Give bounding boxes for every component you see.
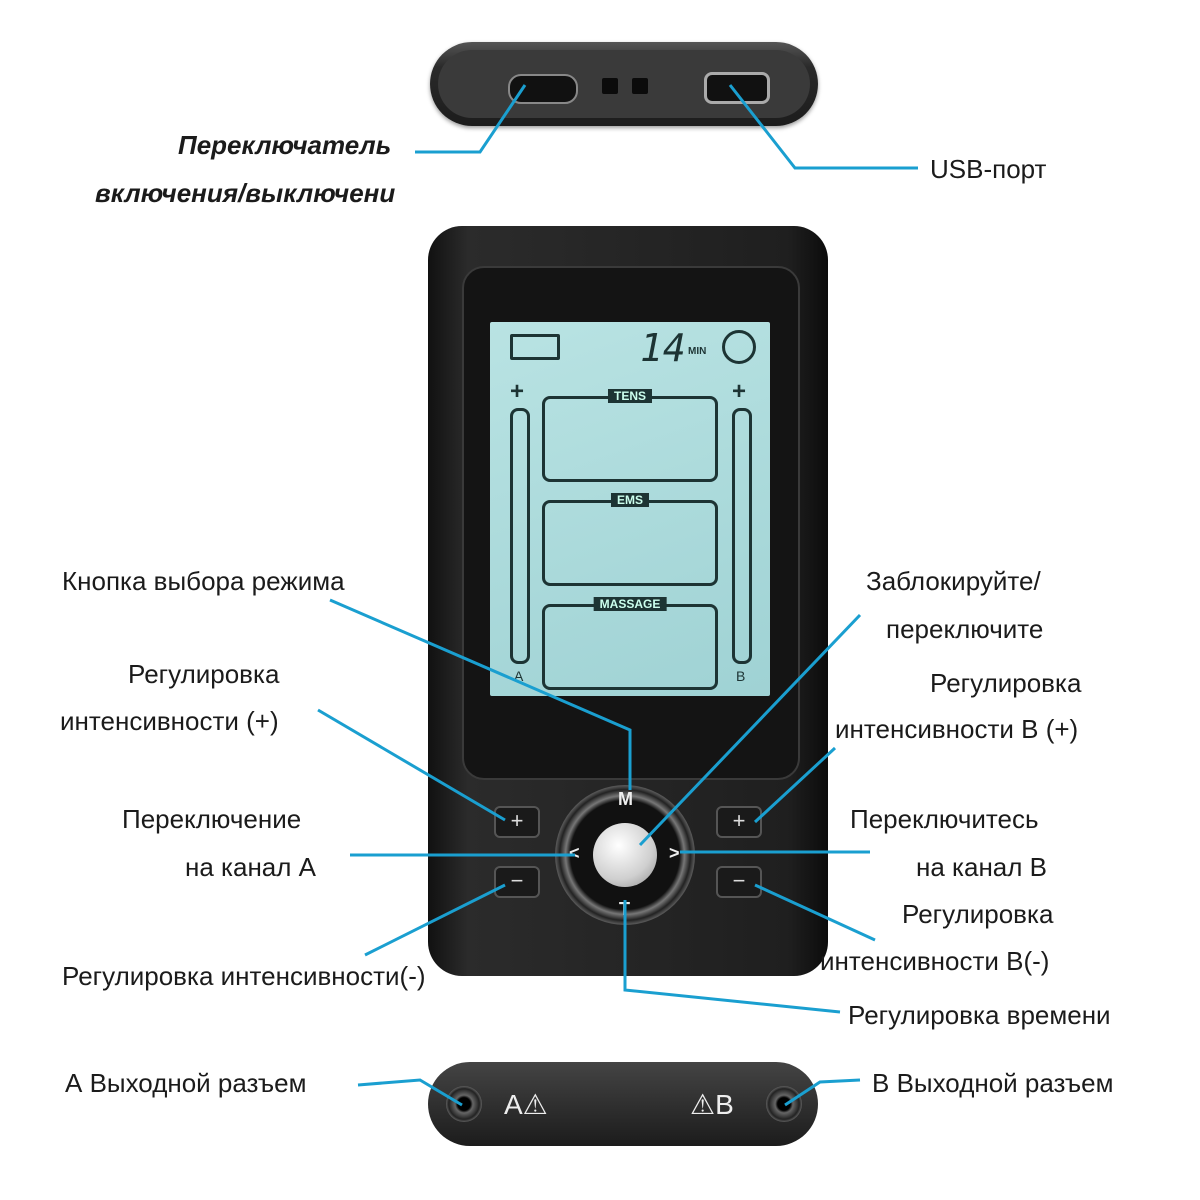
lcd-channel-b: B <box>736 668 746 684</box>
leader-int-b-minus <box>754 883 876 942</box>
label-ch-b-2: на канал B <box>916 852 1048 882</box>
jack-b-label: ⚠B <box>690 1089 734 1120</box>
intensity-bar-b <box>732 408 752 664</box>
lcd-plus-b: + <box>732 378 747 405</box>
lcd-screen: 14 MIN + + A B TENS EMS MASSAGE <box>490 322 770 696</box>
intensity-b-plus-button[interactable]: + <box>716 806 762 838</box>
label-int-a-plus: Регулировка <box>128 659 280 689</box>
intensity-b-minus-button[interactable]: − <box>716 866 762 898</box>
lcd-plus-a: + <box>510 378 525 405</box>
label-ch-a: Переключение <box>122 804 302 834</box>
mode-tens: TENS <box>542 389 718 482</box>
label-out-b: В Выходной разъем <box>872 1068 1114 1098</box>
leader-out-b <box>784 1078 861 1107</box>
mode-ems: EMS <box>542 493 718 586</box>
intensity-a-plus-button[interactable]: + <box>494 806 540 838</box>
intensity-a-minus-button[interactable]: − <box>494 866 540 898</box>
output-jack-b <box>766 1086 802 1122</box>
jack-a-label: A⚠ <box>504 1089 548 1120</box>
power-switch[interactable] <box>508 74 578 104</box>
leader-usb <box>728 84 918 170</box>
label-switch: Переключатель <box>178 130 392 160</box>
label-switch-2: включения/выключени <box>95 178 396 208</box>
label-int-b-plus: Регулировка <box>930 668 1082 698</box>
mode-button[interactable]: M <box>618 789 633 809</box>
label-usb: USB-порт <box>930 154 1047 184</box>
leader-int-a-plus <box>317 708 506 822</box>
label-int-b-plus-2: интенсивности B (+) <box>835 714 1079 744</box>
label-out-a: А Выходной разъем <box>65 1068 307 1098</box>
label-time: Регулировка времени <box>848 1000 1111 1030</box>
output-jack-a <box>446 1086 482 1122</box>
indicator-hole <box>602 78 618 94</box>
leader-int-b-plus <box>753 746 837 824</box>
label-int-b-minus-2: интенсивности B(-) <box>820 946 1050 976</box>
timer-value: 14 <box>640 326 686 370</box>
clock-icon <box>722 330 756 364</box>
label-lock-2: переключите <box>886 614 1044 644</box>
lock-button[interactable] <box>593 823 657 887</box>
device-body: 14 MIN + + A B TENS EMS MASSAGE <box>428 226 828 976</box>
label-int-a-plus-2: интенсивности (+) <box>60 706 279 736</box>
timer-unit: MIN <box>688 346 707 357</box>
label-ch-a-2: на канал А <box>185 852 317 882</box>
leader-mode <box>329 598 632 790</box>
label-lock: Заблокируйте/ <box>866 566 1041 596</box>
label-int-a-minus: Регулировка интенсивности(-) <box>62 961 426 991</box>
leader-lock <box>638 613 862 847</box>
label-ch-b: Переключитесь <box>850 804 1039 834</box>
battery-icon <box>510 334 560 360</box>
intensity-bar-a <box>510 408 530 664</box>
leader-out-a <box>357 1078 463 1107</box>
indicator-hole <box>632 78 648 94</box>
device-bottom-view: A⚠ ⚠B <box>428 1062 818 1146</box>
device-top-view <box>430 42 818 126</box>
leader-switch <box>415 84 527 154</box>
lcd-channel-a: A <box>514 668 524 684</box>
leader-time <box>623 900 841 1014</box>
channel-b-button[interactable]: > <box>669 843 680 863</box>
label-int-b-minus: Регулировка <box>902 899 1054 929</box>
label-mode: Кнопка выбора режима <box>62 566 345 596</box>
channel-a-button[interactable]: < <box>569 843 580 863</box>
leader-int-a-minus <box>364 883 506 957</box>
usb-port <box>704 72 770 104</box>
mode-massage: MASSAGE <box>542 597 718 690</box>
